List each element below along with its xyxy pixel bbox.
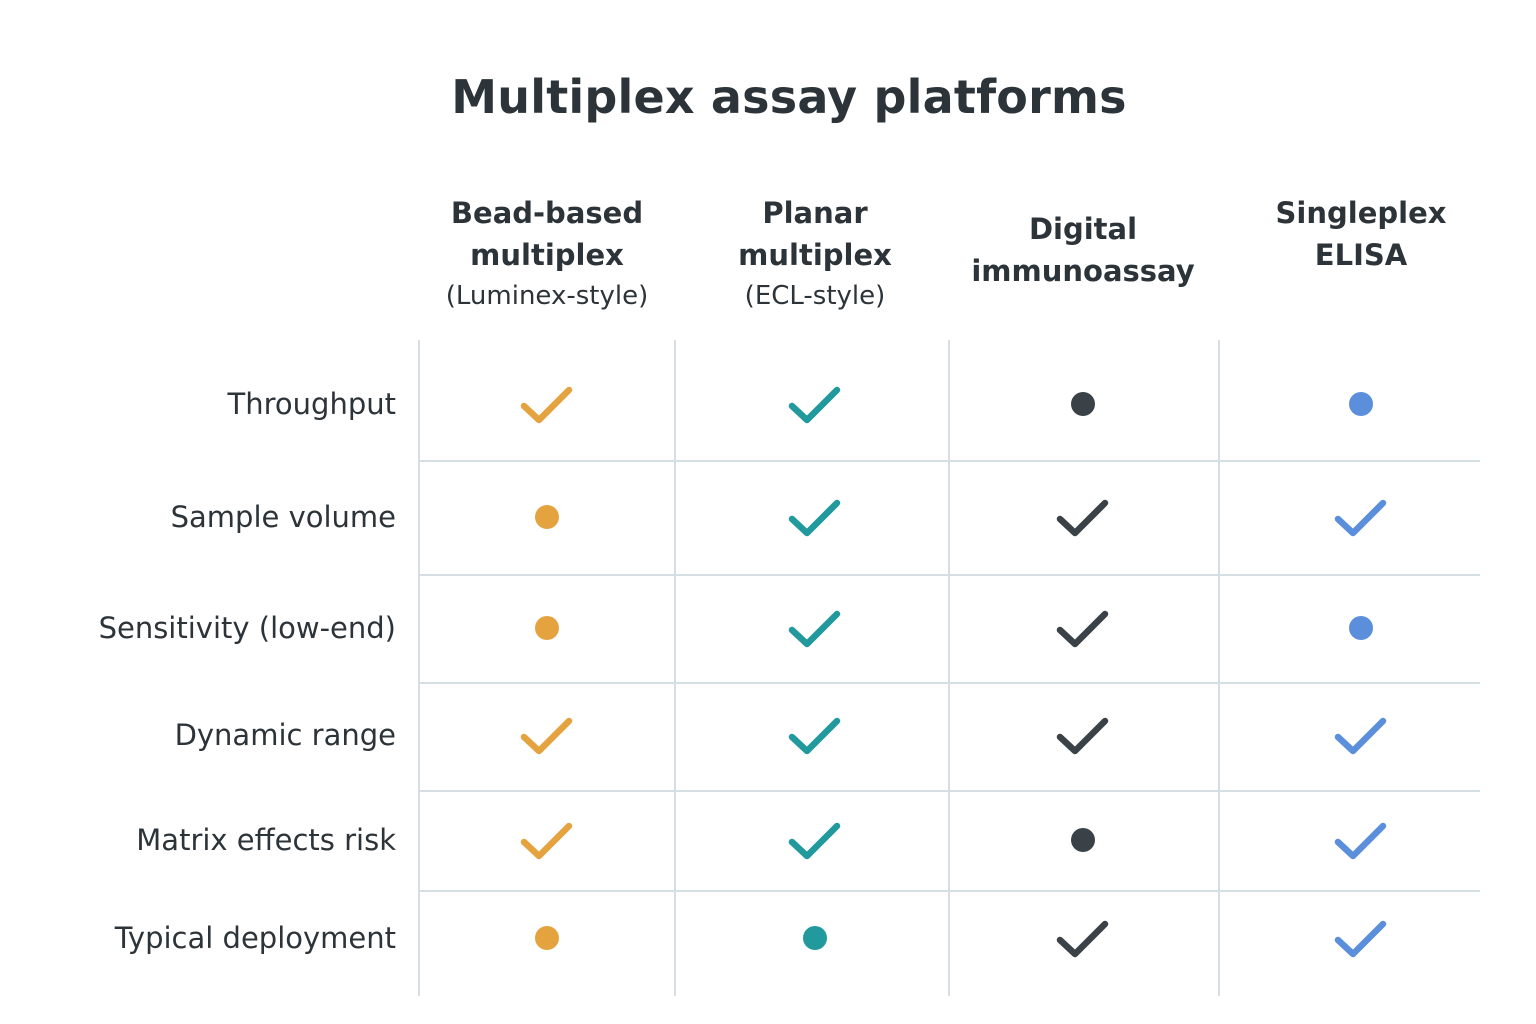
check-icon <box>780 593 850 663</box>
check-icon <box>780 482 850 552</box>
dot-icon <box>512 903 582 973</box>
column-header: Digital immunoassay <box>948 208 1218 292</box>
grid-line-vertical <box>948 340 950 996</box>
grid-line-horizontal <box>418 790 1480 792</box>
check-icon <box>512 805 582 875</box>
grid-line-horizontal <box>418 460 1480 462</box>
check-icon <box>512 369 582 439</box>
column-header-name: Digital immunoassay <box>971 212 1195 288</box>
grid-line-vertical <box>674 340 676 996</box>
dot-icon <box>1048 369 1118 439</box>
dot-icon <box>1326 369 1396 439</box>
dot-icon <box>1326 593 1396 663</box>
dot-icon <box>780 903 850 973</box>
check-icon <box>780 700 850 770</box>
grid-line-vertical <box>1218 340 1220 996</box>
row-label: Matrix effects risk <box>136 823 396 857</box>
check-icon <box>1048 593 1118 663</box>
row-label: Typical deployment <box>114 921 396 955</box>
column-header-name: Planar multiplex <box>738 196 892 272</box>
page-title: Multiplex assay platforms <box>451 70 1127 124</box>
column-header: Planar multiplex (ECL-style) <box>680 192 950 316</box>
row-label: Sample volume <box>170 500 396 534</box>
column-header-name: Singleplex ELISA <box>1275 196 1447 272</box>
check-icon <box>1048 482 1118 552</box>
check-icon <box>1326 700 1396 770</box>
check-icon <box>1326 903 1396 973</box>
row-label: Dynamic range <box>174 718 396 752</box>
dot-icon <box>1048 805 1118 875</box>
column-header-subtitle: (ECL-style) <box>744 281 886 311</box>
dot-icon <box>512 593 582 663</box>
column-header-name: Bead-based multiplex <box>450 196 644 272</box>
grid-line-horizontal <box>418 682 1480 684</box>
check-icon <box>780 805 850 875</box>
check-icon <box>1326 482 1396 552</box>
grid-line-horizontal <box>418 574 1480 576</box>
column-header: Singleplex ELISA <box>1226 192 1496 276</box>
dot-icon <box>512 482 582 552</box>
column-header: Bead-based multiplex (Luminex-style) <box>412 192 682 316</box>
check-icon <box>1048 903 1118 973</box>
grid-line-vertical <box>418 340 420 996</box>
grid-line-horizontal <box>418 890 1480 892</box>
row-label: Throughput <box>227 387 396 421</box>
row-label: Sensitivity (low-end) <box>98 611 396 645</box>
check-icon <box>780 369 850 439</box>
check-icon <box>1326 805 1396 875</box>
check-icon <box>512 700 582 770</box>
check-icon <box>1048 700 1118 770</box>
column-header-subtitle: (Luminex-style) <box>445 281 649 311</box>
